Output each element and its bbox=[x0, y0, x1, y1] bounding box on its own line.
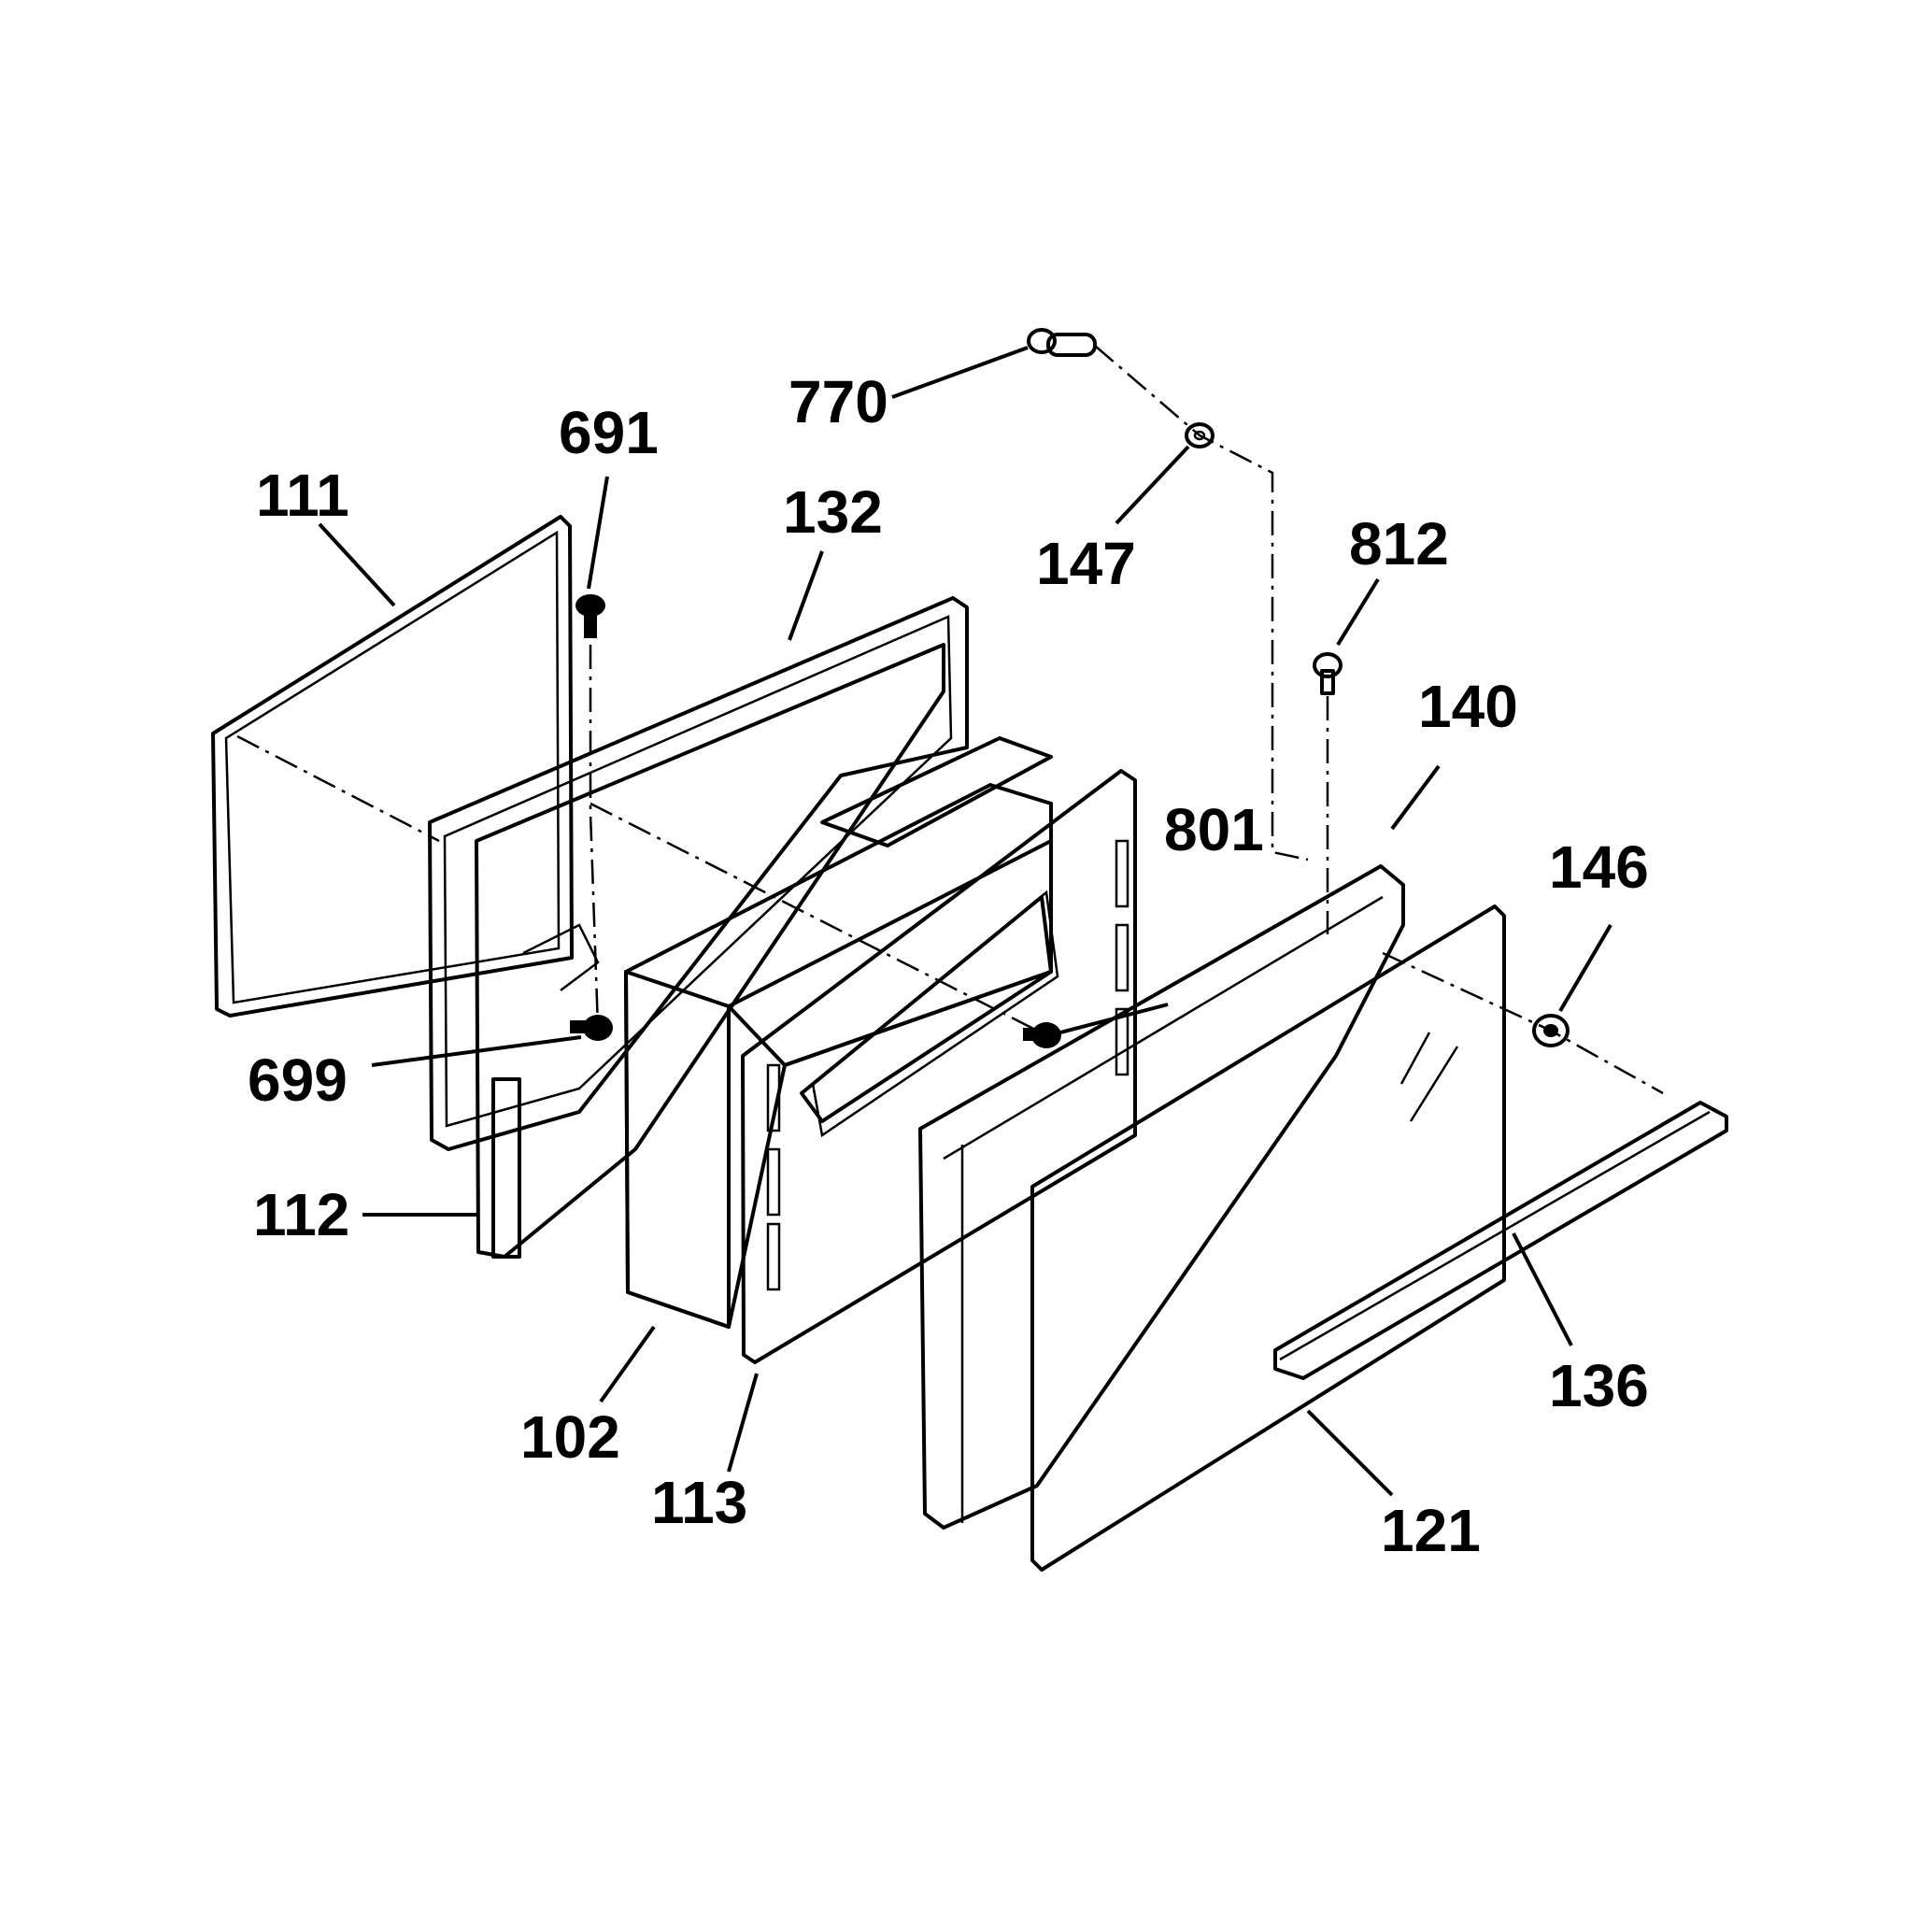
label-146: 146 bbox=[1549, 833, 1649, 901]
label-102: 102 bbox=[520, 1403, 620, 1471]
label-812: 812 bbox=[1349, 510, 1449, 577]
label-691: 691 bbox=[559, 399, 659, 466]
label-112: 112 bbox=[253, 1181, 349, 1248]
part-691-screw bbox=[575, 594, 605, 638]
label-147: 147 bbox=[1036, 530, 1136, 597]
part-699-screw bbox=[570, 1015, 613, 1041]
label-132: 132 bbox=[783, 478, 883, 546]
part-113-inner-panel bbox=[741, 769, 1137, 1364]
label-770: 770 bbox=[788, 368, 888, 435]
part-132-liner bbox=[428, 596, 969, 1151]
label-136: 136 bbox=[1549, 1352, 1649, 1419]
part-labels: 111 691 132 770 147 812 140 801 146 699 … bbox=[248, 368, 1649, 1564]
part-147-washer bbox=[1185, 422, 1215, 448]
label-113: 113 bbox=[651, 1469, 747, 1536]
part-136-handle bbox=[1273, 1101, 1728, 1380]
assembly-lines bbox=[236, 345, 1664, 1095]
part-102-insulation bbox=[624, 736, 1053, 1329]
label-140: 140 bbox=[1418, 673, 1518, 740]
label-699: 699 bbox=[248, 1046, 348, 1114]
leader-lines bbox=[318, 346, 1612, 1497]
part-121-glass bbox=[1030, 904, 1506, 1572]
part-140-outer-frame bbox=[918, 864, 1405, 1530]
part-801-screw bbox=[1023, 1022, 1061, 1048]
label-121: 121 bbox=[1381, 1497, 1481, 1564]
label-801: 801 bbox=[1164, 796, 1264, 863]
part-111-gasket bbox=[211, 515, 574, 1018]
label-111: 111 bbox=[256, 462, 349, 529]
part-770-pin bbox=[1027, 328, 1097, 357]
part-812-screw bbox=[1313, 652, 1342, 695]
part-112-frame bbox=[475, 643, 945, 1259]
